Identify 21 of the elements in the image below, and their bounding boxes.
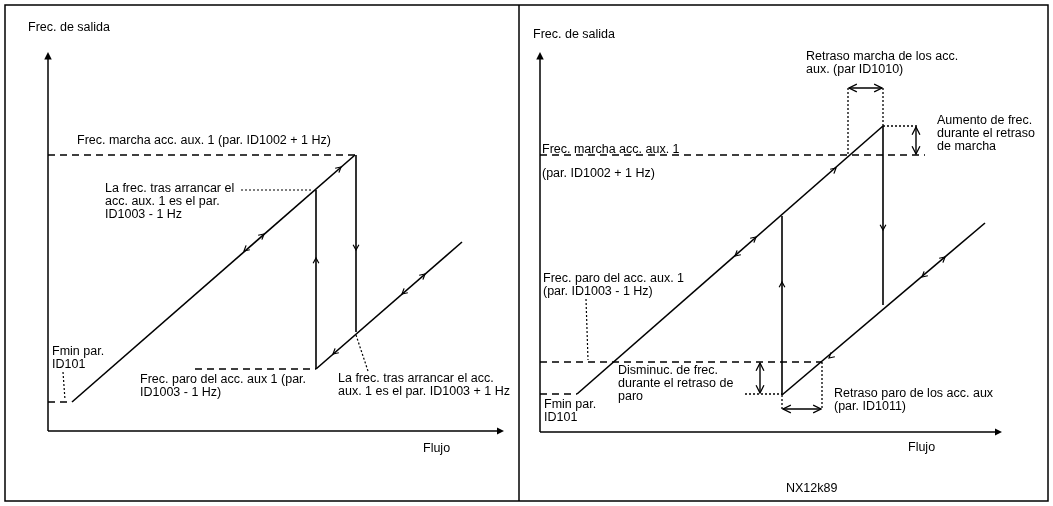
axis-label: Frec. de salida xyxy=(533,28,615,41)
callout-text: Frec. paro del acc. aux. 1 (par. ID1003 - 1 Hz) xyxy=(543,272,693,298)
axis-label: Flujo xyxy=(908,441,936,454)
leader-line xyxy=(355,334,369,372)
axis-label: Flujo xyxy=(423,442,451,455)
annotation-text: Retraso marcha de los acc. aux. (par ID1010) xyxy=(806,50,960,76)
leader-line xyxy=(62,371,66,401)
annotation-text: Frec. marcha acc. aux. 1 (par. ID1002 + 1 Hz) xyxy=(542,141,681,182)
figure-code: NX12k89 xyxy=(786,482,838,495)
annotation-text: Frec. marcha acc. aux. 1 (par. ID1002 + 1 Hz) xyxy=(77,134,331,147)
axis-label: Frec. de salida xyxy=(28,21,110,34)
annotation-text: Fmin par. ID101 xyxy=(544,398,598,424)
leader-line xyxy=(240,189,314,191)
annotation-text: Frec. paro del acc. aux 1 (par. ID1003 - 1 Hz) xyxy=(140,373,308,399)
annotation-text: Aumento de frec. durante el retraso de marcha xyxy=(937,114,1036,153)
callout-text: Fmin par. ID101 xyxy=(52,345,114,371)
callout-text: La frec. tras arrancar el acc. aux. 1 es el par. ID1003 + 1 Hz xyxy=(338,372,510,398)
annotation-text: Retraso paro de los acc. aux (par. ID1011) xyxy=(834,387,995,413)
leader-line xyxy=(585,298,589,361)
annotation-text: Disminuc. de frec. durante el retraso de paro xyxy=(618,364,735,403)
callout-text: La frec. tras arrancar el acc. aux. 1 es el par. ID1003 - 1 Hz xyxy=(105,182,240,221)
